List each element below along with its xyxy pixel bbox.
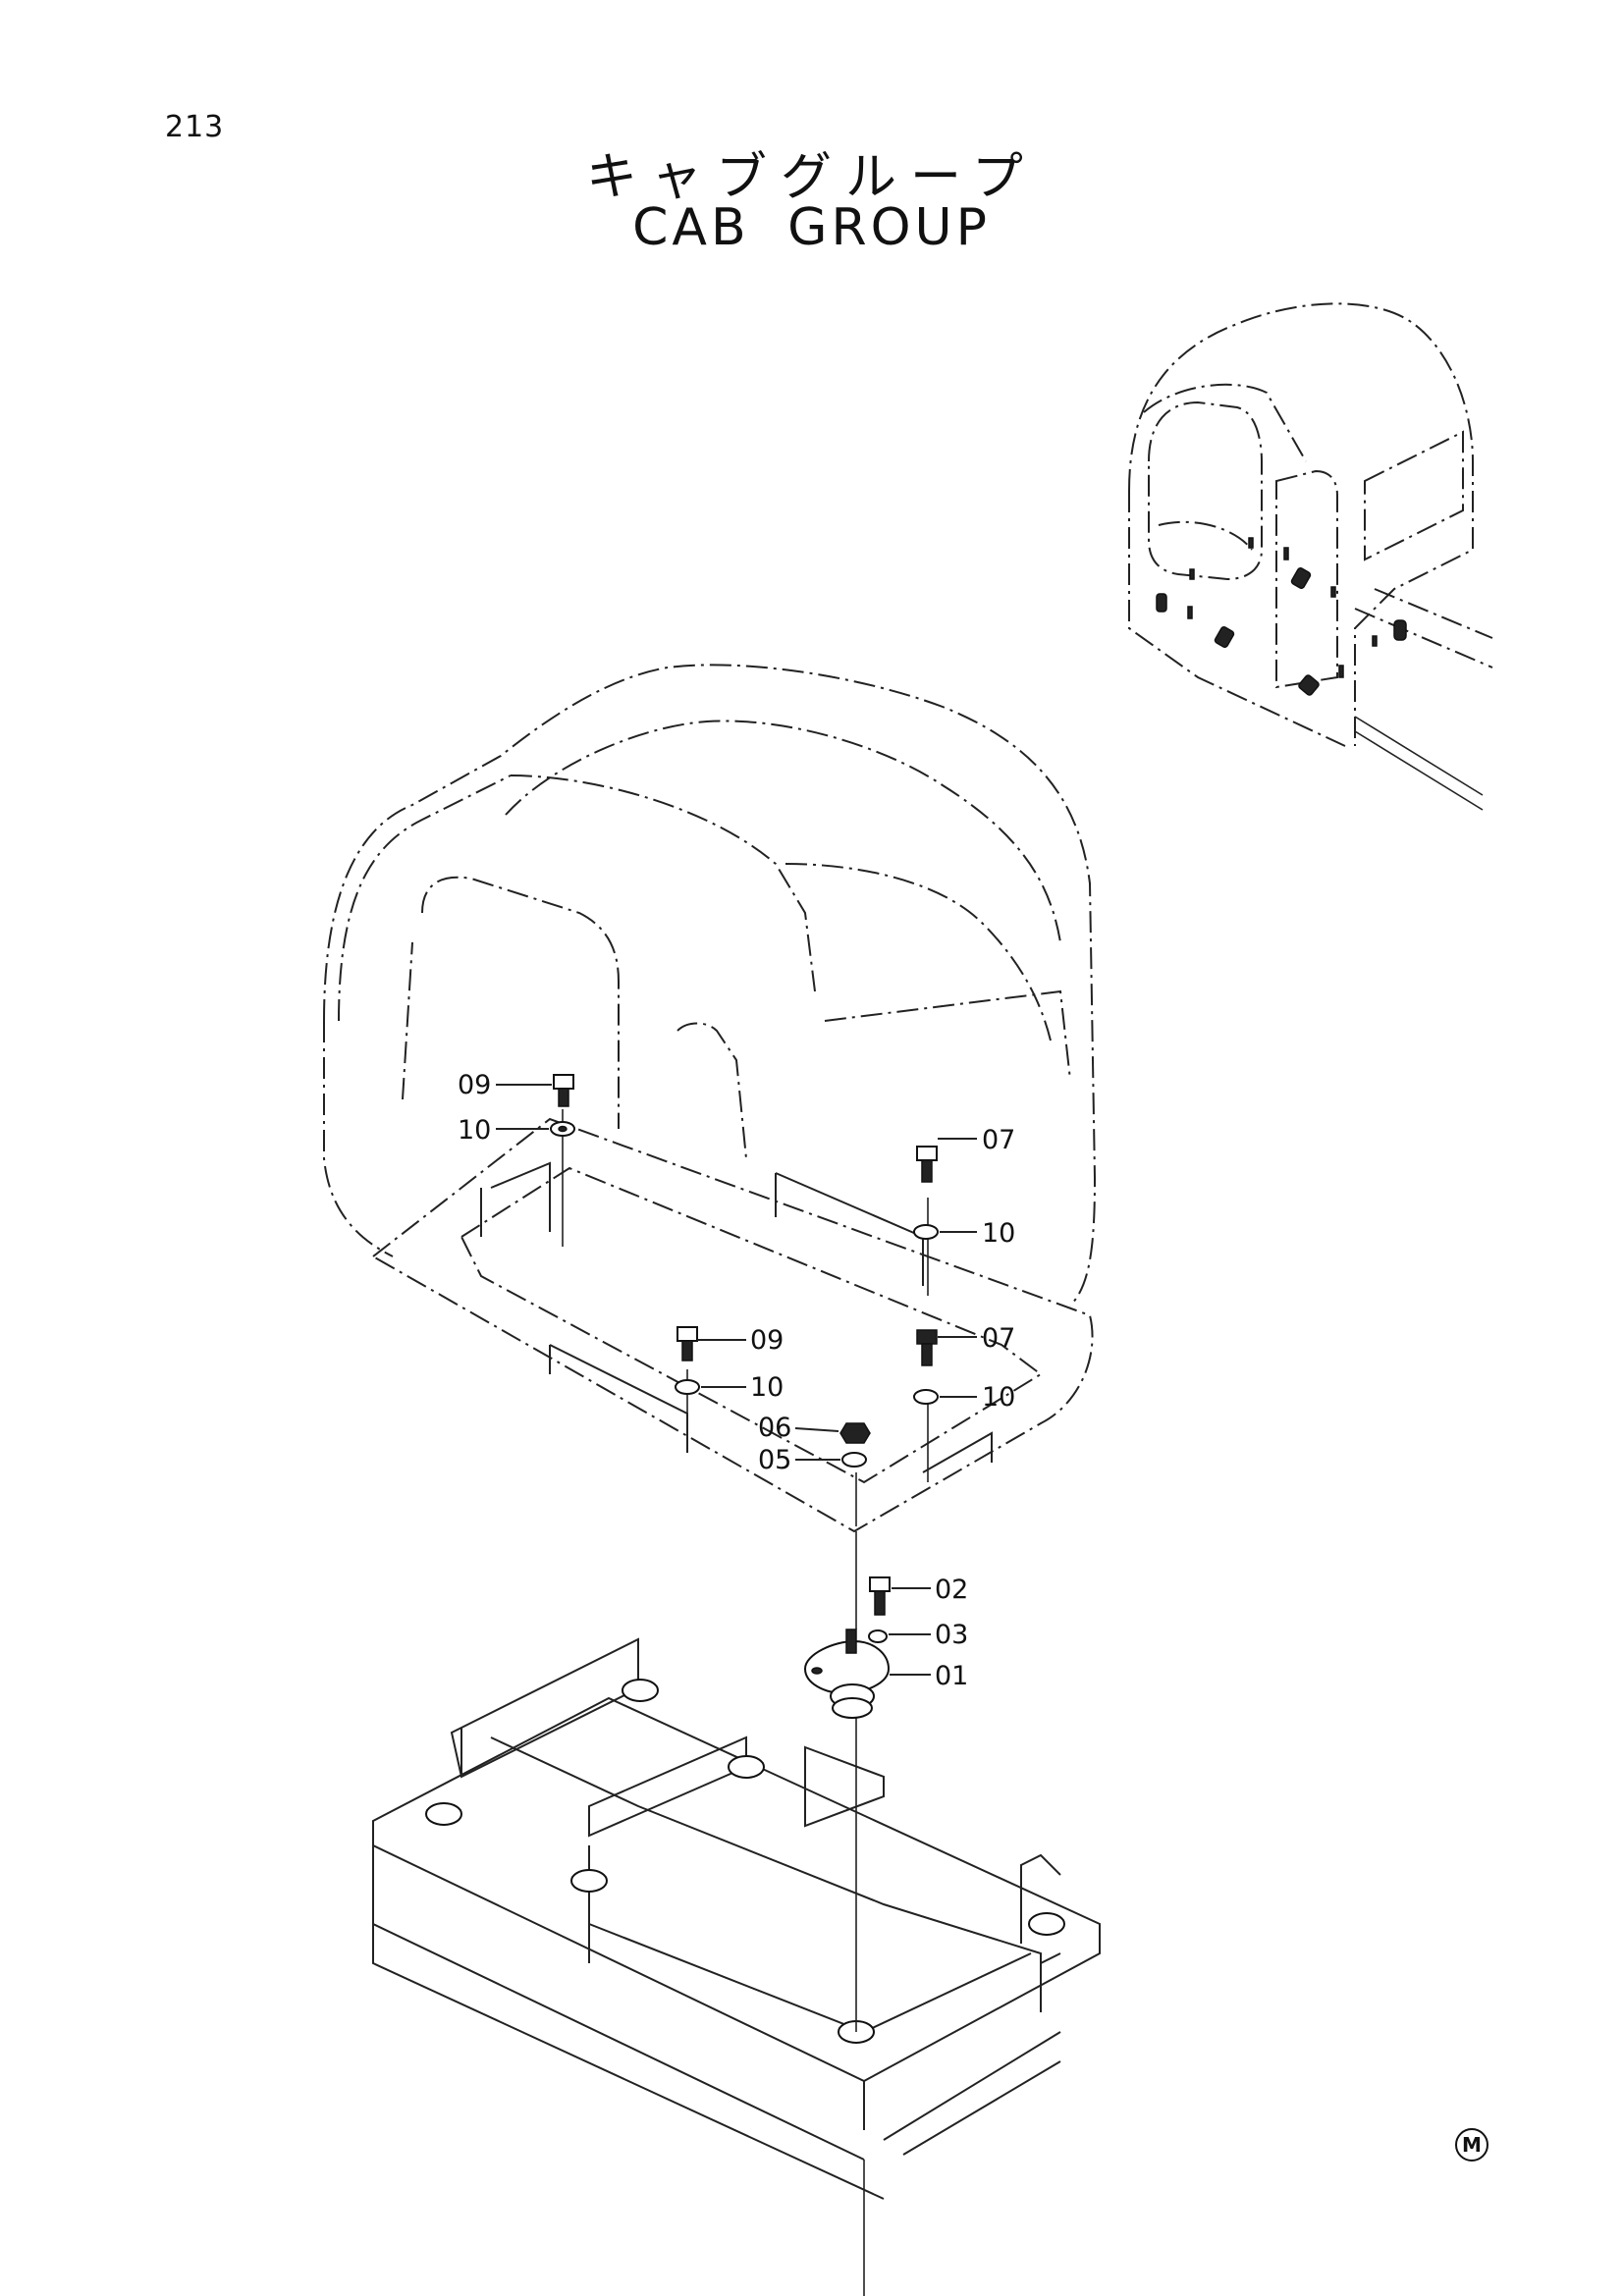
callout-label: 02 [935,1575,968,1605]
callout-label: 10 [982,1382,1015,1413]
inset-cab-view [1128,302,1493,811]
callout-label: 10 [458,1115,491,1146]
assembly-lines [562,1109,929,2032]
callout-label: 09 [458,1070,491,1100]
callout-label: 05 [758,1445,791,1475]
callout-label: 07 [982,1125,1015,1155]
fastener-parts [550,1074,939,1719]
callout-label: 03 [935,1620,968,1650]
callout-labels: 09 10 07 10 09 10 07 10 06 05 02 03 01 [458,1070,1015,1691]
callout-label: 09 [750,1325,784,1356]
callout-leaders [496,1084,977,1676]
cab-body [323,664,1097,1533]
callout-label: 10 [750,1372,784,1403]
page-title-japanese: キャブグループ [586,148,1037,207]
m-mark-icon: M [1455,2128,1488,2162]
callout-label: 10 [982,1218,1015,1249]
base-frame [372,1637,1101,2296]
page-title-english: CAB GROUP [632,198,991,257]
callout-label: 06 [758,1413,791,1443]
page-number: 213 [165,110,225,144]
callout-label: 01 [935,1661,968,1691]
callout-label: 07 [982,1323,1015,1354]
